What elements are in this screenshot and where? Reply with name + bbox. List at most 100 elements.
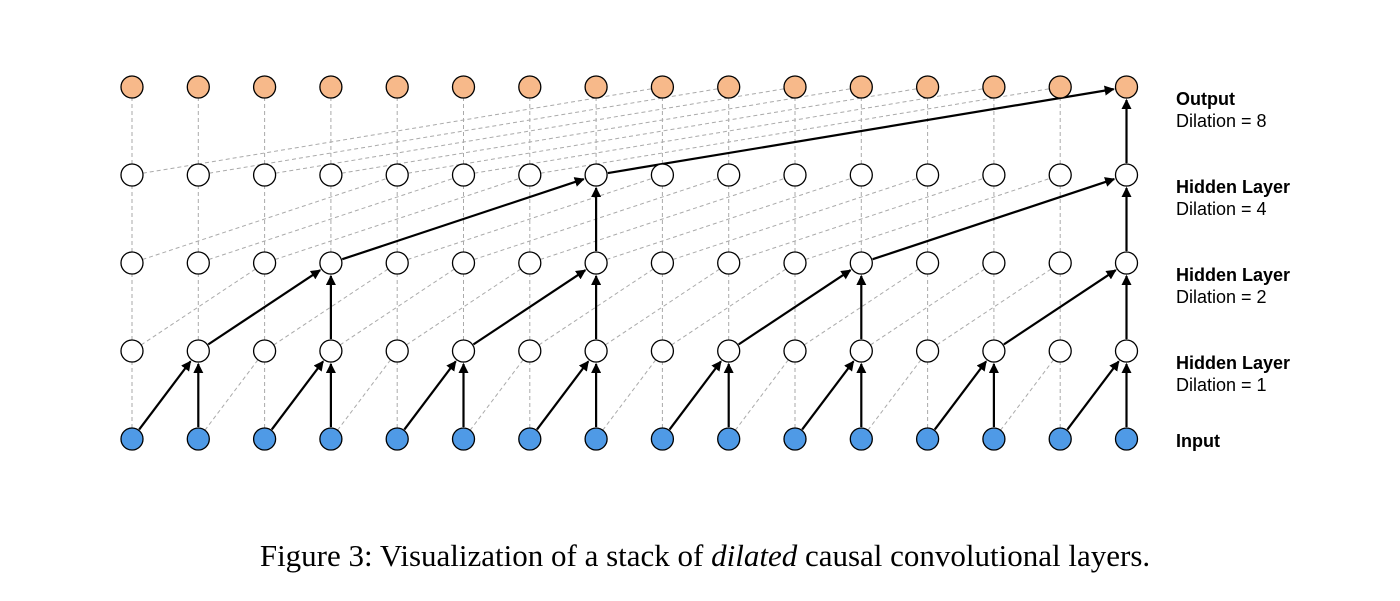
- node-output: [783, 75, 807, 99]
- dashed-connection: [672, 177, 918, 261]
- caption-emphasis: dilated: [711, 538, 798, 573]
- node-hidden2: [186, 251, 210, 275]
- node-hidden2: [982, 251, 1006, 275]
- node-hidden3: [518, 163, 542, 187]
- dashed-connection: [275, 88, 785, 174]
- node-hidden2: [385, 251, 409, 275]
- node-hidden2: [915, 251, 940, 275]
- arrow-connection: [472, 269, 587, 346]
- node-input: [451, 427, 476, 451]
- figure-caption: Figure 3: Visualization of a stack of di…: [0, 538, 1400, 574]
- caption-suffix: causal convolutional layers.: [797, 538, 1151, 573]
- node-hidden3: [1048, 163, 1072, 187]
- dashed-connection: [274, 177, 520, 261]
- dashed-connection: [936, 268, 1052, 346]
- node-output: [982, 75, 1006, 99]
- arrow-connection: [138, 360, 192, 431]
- node-hidden1: [186, 339, 210, 363]
- label-input: Input: [1176, 430, 1220, 452]
- node-hidden2: [1114, 251, 1139, 275]
- dashed-connection: [140, 268, 256, 346]
- node-hidden3: [186, 163, 210, 187]
- node-output: [1048, 75, 1072, 99]
- node-input: [849, 427, 873, 451]
- node-output: [252, 75, 277, 99]
- node-hidden3: [252, 163, 277, 187]
- dashed-connection: [602, 359, 657, 431]
- node-output: [717, 75, 741, 99]
- node-hidden2: [650, 251, 675, 275]
- node-input: [584, 427, 608, 451]
- dashed-connection: [474, 88, 984, 174]
- node-input: [252, 427, 277, 451]
- node-hidden1: [783, 339, 807, 363]
- label-hidden-2-subtitle: Dilation = 2: [1176, 287, 1267, 307]
- node-hidden2: [319, 251, 343, 275]
- node-input: [650, 427, 675, 451]
- node-hidden3: [120, 163, 144, 187]
- node-hidden1: [120, 339, 144, 363]
- arrow-connection: [536, 360, 590, 431]
- dashed-connection: [406, 268, 521, 346]
- node-hidden2: [120, 251, 144, 275]
- node-input: [186, 427, 210, 451]
- node-input: [319, 427, 343, 451]
- node-output: [451, 75, 476, 99]
- node-hidden3: [717, 163, 741, 187]
- nodes: [120, 75, 1139, 451]
- node-hidden1: [319, 339, 343, 363]
- dashed-connection: [540, 88, 1050, 174]
- node-hidden1: [584, 339, 608, 363]
- dashed-connection: [142, 177, 387, 261]
- node-hidden2: [518, 251, 542, 275]
- node-input: [385, 427, 409, 451]
- dashed-connections: [131, 88, 1127, 431]
- dashed-connection: [142, 88, 652, 174]
- node-output: [186, 75, 210, 99]
- node-output: [1114, 75, 1139, 99]
- node-input: [915, 427, 940, 451]
- node-output: [915, 75, 940, 99]
- node-hidden3: [319, 163, 343, 187]
- arrow-connection: [801, 360, 855, 431]
- dashed-connection: [734, 359, 789, 431]
- node-hidden2: [849, 251, 873, 275]
- node-hidden3: [849, 163, 873, 187]
- label-input-title: Input: [1176, 431, 1220, 451]
- node-input: [518, 427, 542, 451]
- label-output-title: Output: [1176, 89, 1235, 109]
- dashed-connection: [870, 268, 986, 346]
- dashed-connection: [407, 177, 653, 261]
- arrow-connection: [1003, 269, 1117, 346]
- node-hidden3: [584, 163, 608, 187]
- arrow-connection: [933, 360, 987, 431]
- node-hidden3: [915, 163, 940, 187]
- node-hidden2: [717, 251, 741, 275]
- dashed-connection: [540, 177, 785, 261]
- dashed-connection: [337, 359, 391, 431]
- node-hidden3: [982, 163, 1006, 187]
- label-hidden-3-subtitle: Dilation = 4: [1176, 199, 1267, 219]
- node-output: [650, 75, 675, 99]
- node-hidden1: [385, 339, 409, 363]
- node-hidden3: [650, 163, 675, 187]
- caption-prefix: Figure 3: Visualization of a stack of: [259, 538, 712, 573]
- node-hidden1: [1114, 339, 1139, 363]
- arrow-connection: [341, 177, 585, 261]
- node-hidden1: [849, 339, 873, 363]
- label-hidden-1-title: Hidden Layer: [1176, 353, 1291, 373]
- arrow-connection: [1066, 360, 1120, 431]
- label-hidden-1: Hidden Layer Dilation = 1: [1176, 352, 1290, 396]
- dashed-connection: [469, 359, 524, 431]
- dashed-connection: [803, 268, 919, 346]
- dashed-connection: [606, 177, 852, 261]
- arrow-connection: [738, 269, 852, 346]
- dashed-connection: [341, 88, 851, 174]
- node-hidden1: [915, 339, 940, 363]
- dashed-connection: [538, 268, 654, 346]
- dashed-connection: [738, 177, 984, 261]
- active-connections: [138, 85, 1132, 431]
- dashed-connection: [339, 268, 455, 346]
- arrow-connection: [403, 360, 457, 431]
- dashed-connection: [805, 177, 1050, 261]
